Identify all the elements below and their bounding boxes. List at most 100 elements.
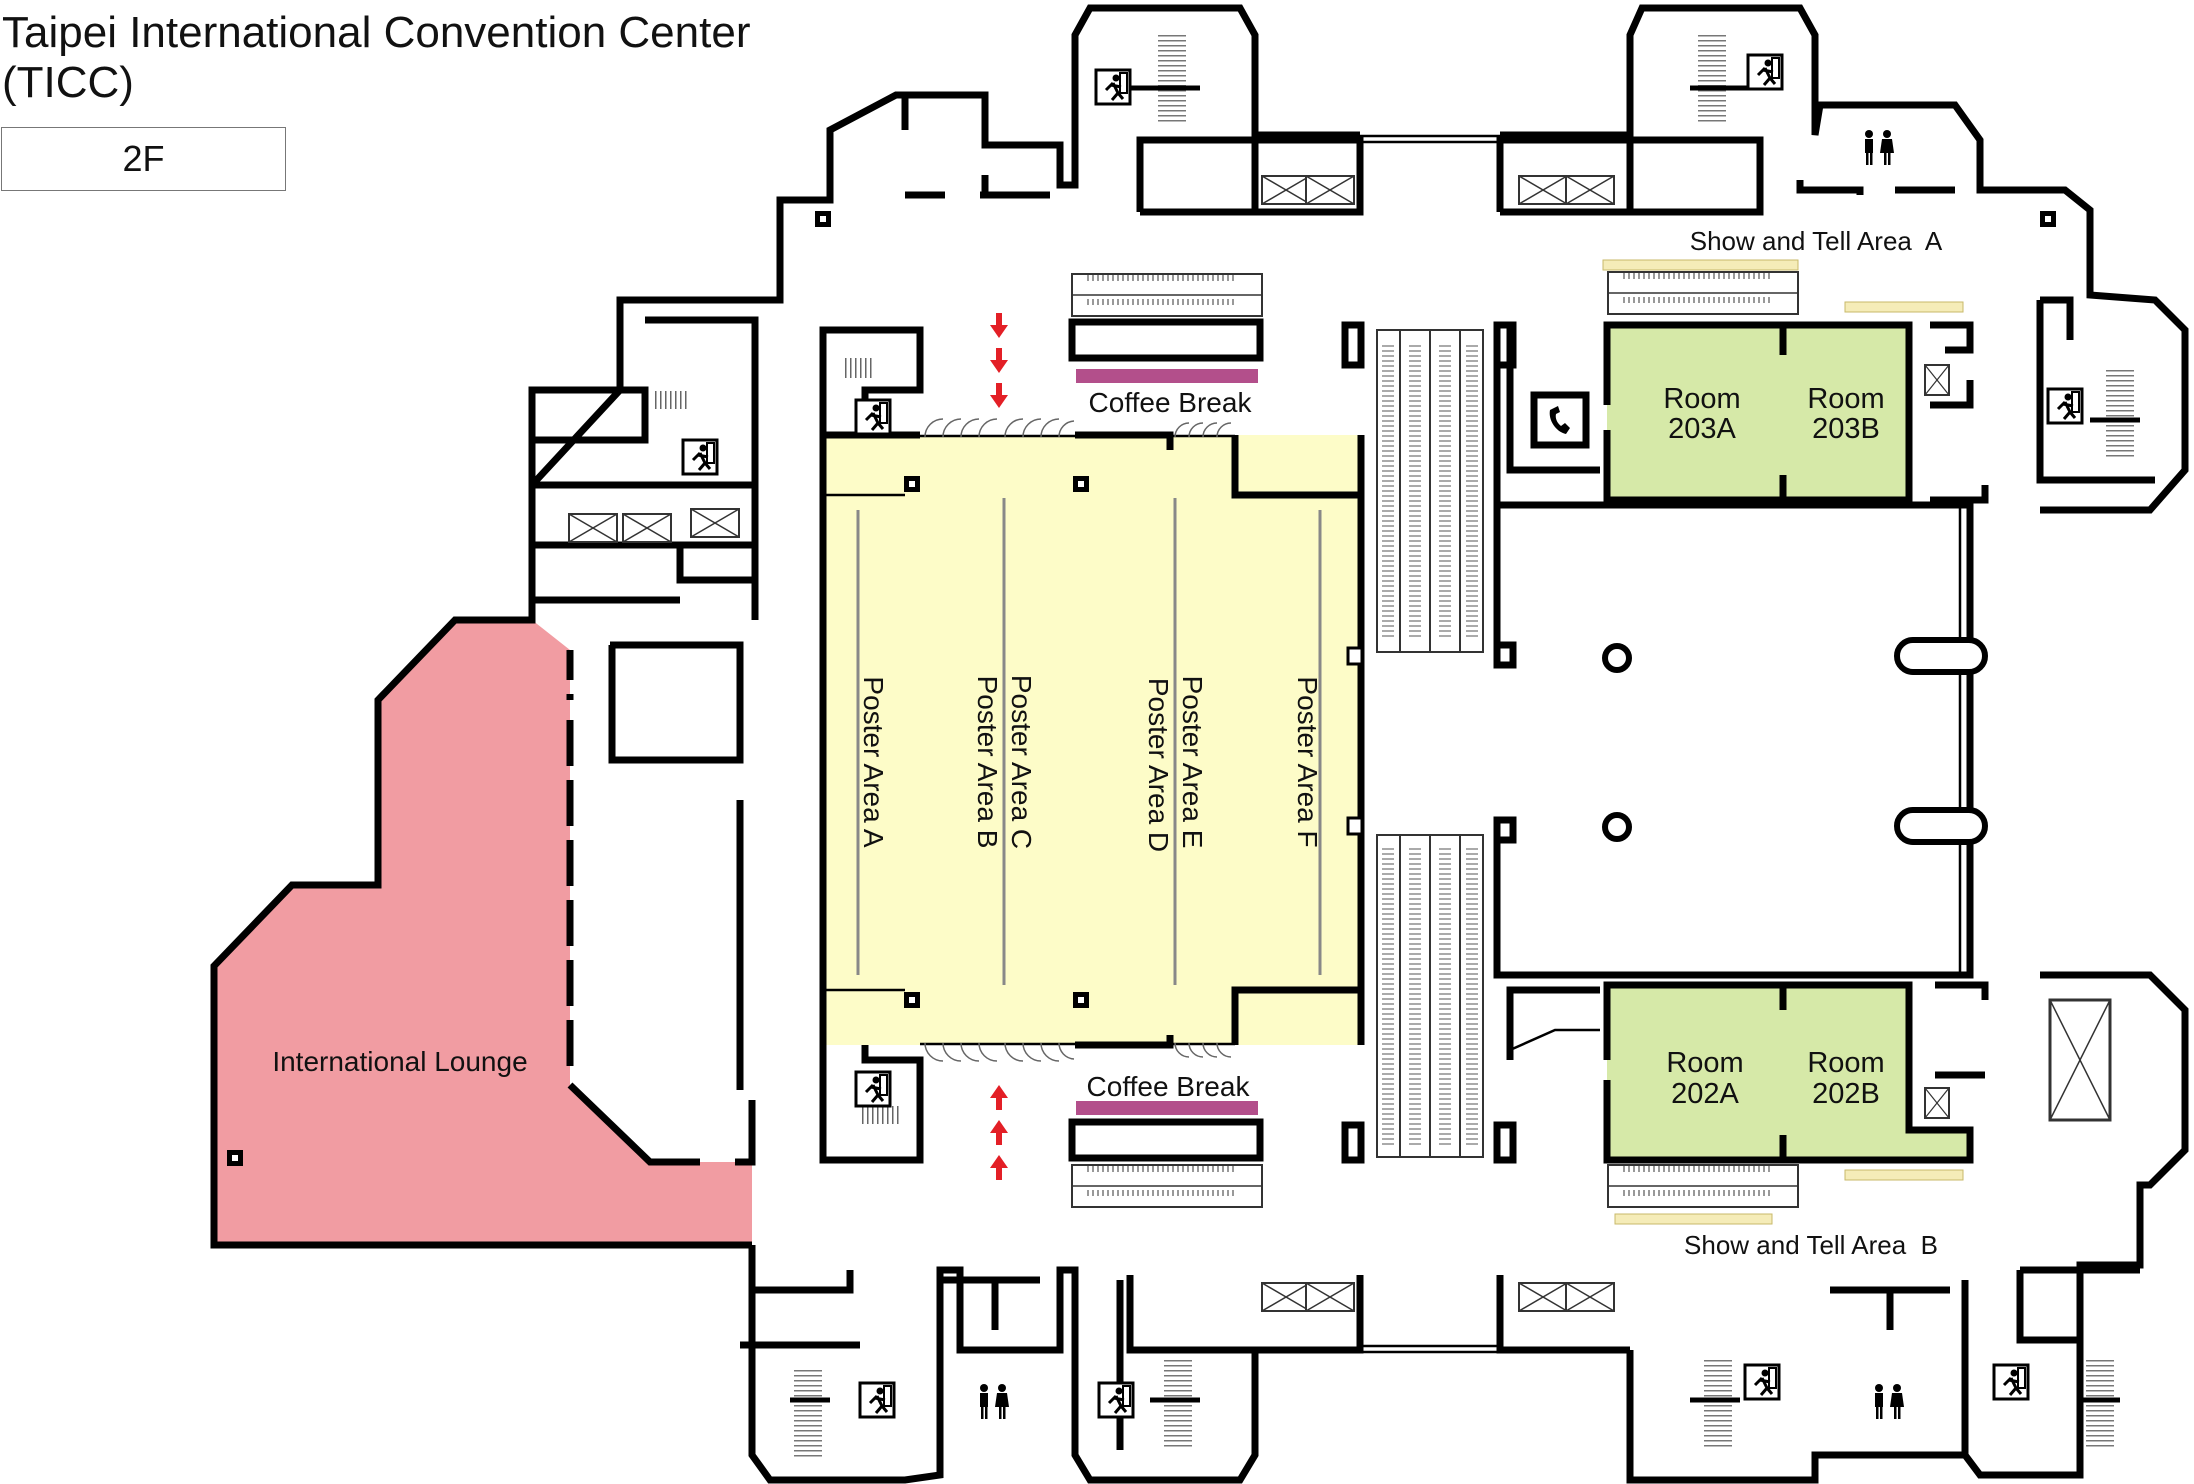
elevator-icon <box>1305 175 1355 205</box>
escalator-icon <box>1608 1165 1798 1207</box>
column-icon <box>1602 812 1632 842</box>
floor-indicator: 2F <box>1 127 286 191</box>
title-line-2: (TICC) <box>2 58 134 107</box>
elevator-icon <box>1518 1282 1568 1312</box>
rooms-203-walls <box>1603 321 1913 504</box>
column-icon <box>1073 992 1089 1008</box>
emergency-exit-icon <box>854 1070 892 1108</box>
room-202b-label-1: Room <box>1807 1047 1884 1079</box>
coffee-counter-bottom <box>1068 1118 1264 1162</box>
column-icon <box>815 211 831 227</box>
show-tell-bar-a-1 <box>1602 259 1799 271</box>
poster-area-a-label: Poster Area A <box>858 676 889 848</box>
poster-area-e-label: Poster Area E <box>1177 676 1208 849</box>
column-icon <box>227 1150 243 1166</box>
restroom-icon <box>1875 1384 1904 1419</box>
north-core-left <box>1136 136 1364 216</box>
elevator-icon <box>690 508 740 538</box>
rooms-202-walls <box>1603 981 1974 1164</box>
poster-area-b-label: Poster Area B <box>972 676 1003 849</box>
coffee-counter-top <box>1068 318 1264 362</box>
coffee-break-bar-bottom <box>1076 1101 1258 1115</box>
outer-wall-south-west <box>748 1245 1360 1484</box>
room-202b-area <box>1783 985 1970 1160</box>
atrium-bench-south <box>1894 807 1988 845</box>
outer-wall-north-east <box>1500 4 2189 514</box>
poster-hall-doors-top <box>924 418 1232 438</box>
telephone-booth <box>1530 391 1590 449</box>
room-203a-label-2: 203A <box>1668 413 1736 445</box>
emergency-exit-icon <box>1097 1381 1135 1419</box>
room-203a-label-1: Room <box>1663 383 1740 415</box>
elevator-icon <box>1565 1282 1615 1312</box>
map-title: Taipei International Convention Center (… <box>2 8 750 108</box>
north-core-right <box>1496 136 1764 216</box>
poster-boards <box>856 498 1322 985</box>
emergency-exit-icon <box>1746 53 1784 91</box>
show-tell-b-label: Show and Tell Area B <box>1684 1230 1938 1260</box>
outer-wall-south-east <box>1626 971 2189 1484</box>
arrow-up-icon <box>990 1085 1008 1180</box>
emergency-exit-icon <box>1094 68 1132 106</box>
poster-area-c-label: Poster Area C <box>1006 675 1037 849</box>
arrow-down-icon <box>990 313 1008 408</box>
international-lounge-label: International Lounge <box>272 1046 527 1077</box>
room-202a-label-1: Room <box>1666 1047 1743 1079</box>
elevator-icon <box>1924 364 1950 396</box>
elevator-icon <box>1565 175 1615 205</box>
emergency-exit-icon <box>1992 1363 2030 1401</box>
column-icon <box>1073 476 1089 492</box>
international-lounge-area <box>214 620 752 1245</box>
coffee-break-label-top: Coffee Break <box>1089 387 1253 418</box>
south-core-left <box>1126 1275 1364 1354</box>
poster-area-f-label: Poster Area F <box>1292 676 1323 847</box>
column-icon <box>1602 643 1632 673</box>
poster-hall-doors-bottom <box>924 1042 1232 1062</box>
restroom-icon <box>1865 130 1894 165</box>
column-icon <box>904 992 920 1008</box>
poster-area-d-label: Poster Area D <box>1143 678 1174 852</box>
room-203a-area <box>1607 325 1783 500</box>
emergency-exit-icon <box>854 398 892 436</box>
title-line-1: Taipei International Convention Center <box>2 8 751 57</box>
elevator-icon <box>1518 175 1568 205</box>
room-202a-area <box>1607 985 1783 1160</box>
show-tell-bar-b-1 <box>1844 1169 1964 1181</box>
central-escalator-bank-south <box>1376 834 1484 1158</box>
elevator-icon <box>1305 1282 1355 1312</box>
emergency-exit-icon <box>2046 387 2084 425</box>
escalator-icon <box>1608 272 1798 314</box>
room-202b-label-2: 202B <box>1812 1078 1880 1110</box>
room-202a-label-2: 202A <box>1671 1078 1739 1110</box>
coffee-break-label-bottom: Coffee Break <box>1087 1071 1251 1102</box>
elevator-icon <box>622 513 672 543</box>
elevator-icon <box>568 513 618 543</box>
atrium-walls <box>1493 365 1974 979</box>
elevator-icon <box>1261 175 1311 205</box>
south-core-right <box>1496 1275 1630 1354</box>
outer-wall-north-west <box>210 4 1360 1249</box>
poster-area-zone <box>823 435 1361 1045</box>
escalator-icon <box>1072 274 1262 316</box>
column-icon <box>904 476 920 492</box>
emergency-exit-icon <box>858 1381 896 1419</box>
emergency-exit-icon <box>681 438 719 476</box>
elevator-icon <box>1924 1087 1950 1119</box>
telephone-icon <box>1549 406 1570 434</box>
show-tell-a-label: Show and Tell Area A <box>1690 226 1943 256</box>
show-tell-bar-a-2 <box>1844 301 1964 313</box>
room-203b-area <box>1783 325 1909 500</box>
elevator-icon <box>1261 1282 1311 1312</box>
central-escalator-bank-north <box>1376 329 1484 653</box>
floor-label: 2F <box>122 138 165 179</box>
restroom-icon <box>980 1384 1009 1419</box>
column-icon <box>2040 211 2056 227</box>
coffee-break-bar-top <box>1076 369 1258 383</box>
escalator-icon <box>1072 1165 1262 1207</box>
atrium-bench-north <box>1894 637 1988 675</box>
room-203b-label-1: Room <box>1807 383 1884 415</box>
show-tell-bar-b-2 <box>1614 1213 1773 1225</box>
emergency-exit-icon <box>1743 1363 1781 1401</box>
room-203b-label-2: 203B <box>1812 413 1880 445</box>
